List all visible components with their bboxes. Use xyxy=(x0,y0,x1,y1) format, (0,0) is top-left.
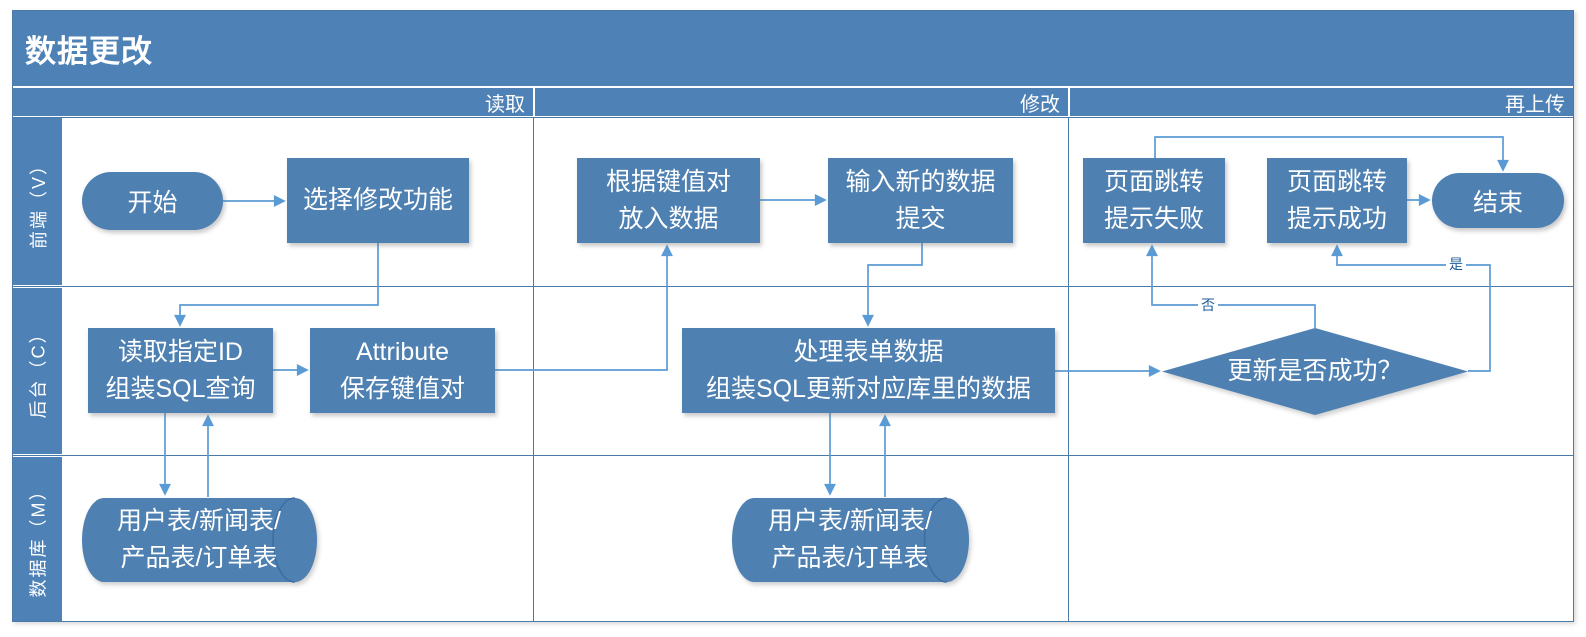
node-label-line: 产品表/订单表 xyxy=(120,544,278,572)
decision-diamond-shape xyxy=(1162,328,1468,415)
lane-divider xyxy=(13,455,1573,456)
node-label-line: 组装SQL查询 xyxy=(105,374,256,403)
node-label-line: 根据键值对 xyxy=(605,167,731,196)
phase-header-read: 读取 xyxy=(13,88,533,116)
node-input-submit[interactable]: 输入新的数据 提交 xyxy=(828,158,1013,243)
phase-label: 读取 xyxy=(485,93,525,116)
node-label-line: 处理表单数据 xyxy=(793,337,944,366)
node-label-line: 提示成功 xyxy=(1286,204,1387,233)
node-process-form[interactable]: 处理表单数据 组装SQL更新对应库里的数据 xyxy=(682,328,1055,413)
node-attribute-save[interactable]: Attribute 保存键值对 xyxy=(310,328,495,413)
lane-divider xyxy=(13,286,1573,287)
node-db-read[interactable]: 用户表/新闻表/ 产品表/订单表 xyxy=(80,497,318,583)
node-label-line: 提示失败 xyxy=(1103,204,1204,233)
node-label-line: 提交 xyxy=(895,204,946,233)
connector-attribute-to-kv-fill xyxy=(495,244,673,371)
connector-fail-to-end xyxy=(1154,136,1509,172)
lane-header-frontend: 前端（V） xyxy=(13,118,64,285)
database-cylinder-shape xyxy=(732,497,969,583)
node-kv-fill[interactable]: 根据键值对 放入数据 xyxy=(577,158,760,243)
node-label-line: 页面跳转 xyxy=(1103,167,1204,196)
node-select-modify[interactable]: 选择修改功能 xyxy=(287,158,469,243)
node-jump-fail[interactable]: 页面跳转 提示失败 xyxy=(1083,158,1225,243)
node-jump-success[interactable]: 页面跳转 提示成功 xyxy=(1267,158,1407,243)
node-label: 更新是否成功？ xyxy=(1227,357,1403,385)
node-label-line: 输入新的数据 xyxy=(845,167,996,196)
title-bar: 数据更改 xyxy=(13,11,1573,86)
connector-input-to-process-form xyxy=(862,243,923,327)
node-label-line: 产品表/订单表 xyxy=(771,544,929,572)
connector-decision-yes-to-success xyxy=(1331,244,1491,372)
node-label-line: 页面跳转 xyxy=(1286,167,1387,196)
node-end[interactable]: 结束 xyxy=(1432,173,1564,228)
node-label-line: 组装SQL更新对应库里的数据 xyxy=(705,374,1032,403)
node-label-line: 用户表/新闻表/ xyxy=(768,507,932,535)
lane-header-database: 数据库（M） xyxy=(13,457,64,621)
phase-divider xyxy=(533,117,534,621)
node-label: 开始 xyxy=(127,189,178,217)
phase-divider xyxy=(1068,117,1069,621)
header-bottom-divider xyxy=(13,117,1573,118)
node-label-line: 放入数据 xyxy=(618,204,719,233)
edge-label-no: 否 xyxy=(1198,297,1218,313)
edge-label-yes: 是 xyxy=(1446,256,1466,272)
connector-decision-no-to-fail xyxy=(1146,244,1316,328)
node-read-id[interactable]: 读取指定ID 组装SQL查询 xyxy=(88,328,273,413)
diagram-title: 数据更改 xyxy=(25,34,153,69)
database-cylinder-shape xyxy=(82,497,317,583)
node-label-line: Attribute xyxy=(355,337,450,366)
node-label: 用户表/新闻表/ 产品表/订单表 xyxy=(80,497,318,583)
lane-header-backend: 后台（C） xyxy=(13,288,64,454)
phase-label: 修改 xyxy=(1020,93,1060,116)
node-label-line: 用户表/新闻表/ xyxy=(117,507,281,535)
node-start[interactable]: 开始 xyxy=(82,172,223,230)
node-label: 结束 xyxy=(1472,188,1523,217)
connector-select-to-read-id xyxy=(174,243,379,327)
phase-header-modify: 修改 xyxy=(535,88,1068,116)
node-update-check[interactable]: 更新是否成功？ xyxy=(1162,328,1468,415)
phase-header-reupload: 再上传 xyxy=(1070,88,1573,116)
node-label: 用户表/新闻表/ 产品表/订单表 xyxy=(730,497,970,583)
node-label-line: 保存键值对 xyxy=(339,374,465,403)
node-label-line: 读取指定ID xyxy=(117,337,243,366)
node-db-update[interactable]: 用户表/新闻表/ 产品表/订单表 xyxy=(730,497,970,583)
node-label-line: 选择修改功能 xyxy=(302,186,453,214)
phase-label: 再上传 xyxy=(1505,93,1565,116)
